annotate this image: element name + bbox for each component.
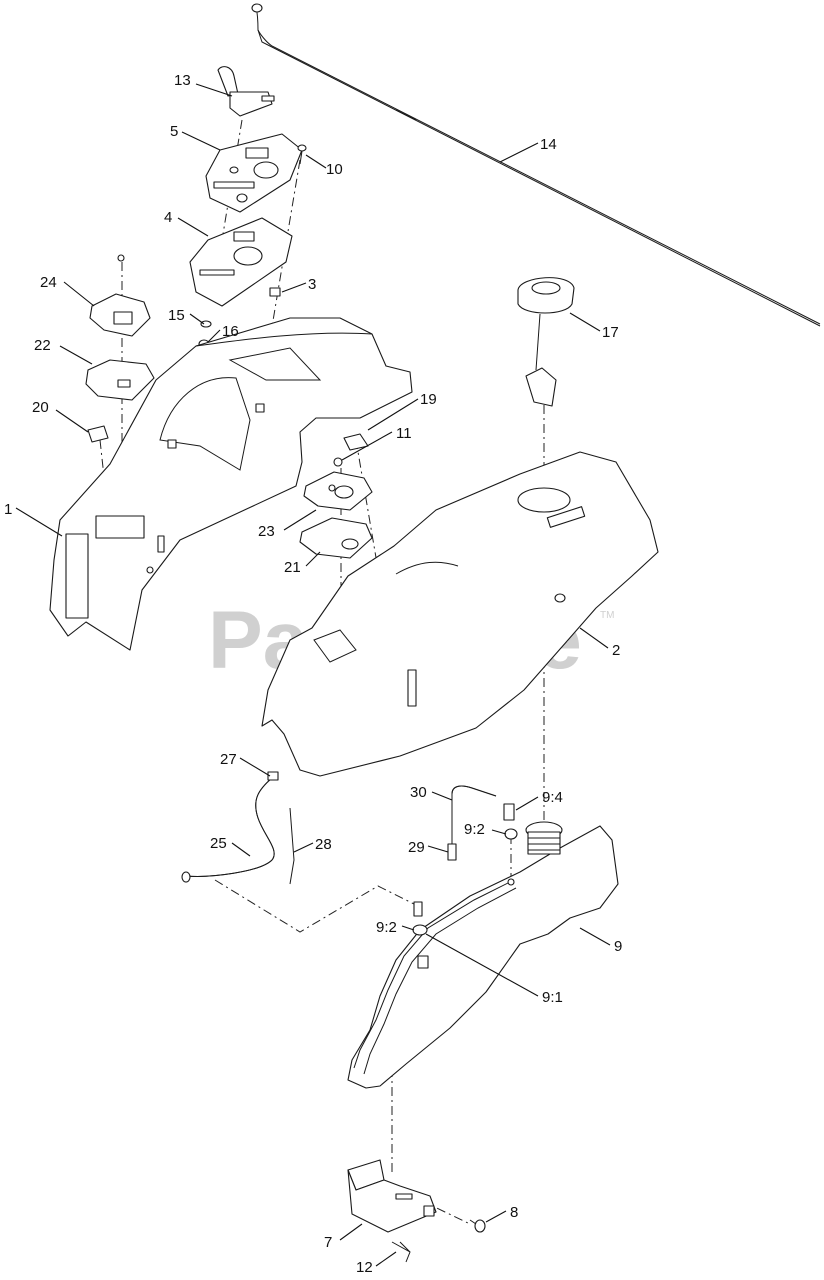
callout-9-1: 9:1 [542,989,563,1006]
callout-17: 17 [602,324,619,341]
callout-10: 10 [326,161,343,178]
callout-7: 7 [324,1234,332,1251]
part-9-2-grommet-lower [412,924,428,936]
callout-4: 4 [164,209,172,226]
part-3-nut [269,287,281,297]
part-13-throttle-control [217,66,275,117]
part-25-fuel-hose [181,777,275,883]
callout-22: 22 [34,337,51,354]
callout-23: 23 [258,523,275,540]
partstree-trademark: TM [600,610,614,621]
callout-30: 30 [410,784,427,801]
callout-leaders [15,83,611,1267]
part-11-screw [333,457,343,467]
callout-13: 13 [174,72,191,89]
part-7-tank-bracket [347,1159,437,1233]
callout-11: 11 [396,425,412,442]
callout-16: 16 [222,323,239,340]
part-24-cover [89,254,151,337]
callout-20: 20 [32,399,49,416]
part-9-4-valve [503,803,515,821]
part-1-console-housing [49,317,413,651]
callout-12: 12 [356,1259,373,1276]
callout-28: 28 [315,836,332,853]
callout-9-4: 9:4 [542,789,563,806]
part-4-panel-backing [189,217,293,307]
callout-19: 19 [420,391,437,408]
callout-29: 29 [408,839,425,856]
part-9-fuel-tank [347,821,619,1089]
part-9-1-fitting [413,901,423,917]
part-8-bolt [469,1219,486,1233]
callout-2: 2 [612,642,620,659]
callout-labels: 1 2 3 4 5 7 8 9 9:1 9:2 9:2 9:4 10 11 12… [4,72,622,1276]
callout-9-2-lower: 9:2 [376,919,397,936]
callout-21: 21 [284,559,301,576]
part-12-clip [391,1241,411,1263]
callout-3: 3 [308,276,316,293]
callout-24: 24 [40,274,57,291]
callout-8: 8 [510,1204,518,1221]
callout-25: 25 [210,835,227,852]
part-17-fuel-cap [517,277,575,407]
callout-9-2-upper: 9:2 [464,821,485,838]
part-2-body-panel [261,451,659,777]
callout-1: 1 [4,501,12,518]
part-15-washer [200,320,212,328]
part-29-fitting [447,843,457,861]
part-14-cable [251,3,821,327]
callout-9: 9 [614,938,622,955]
callout-27: 27 [220,751,237,768]
part-5-control-panel [205,133,303,213]
callout-5: 5 [170,123,178,140]
callout-15: 15 [168,307,185,324]
part-30-vent-hose [451,785,497,850]
part-21-gasket [299,517,373,559]
part-20-plug [87,425,109,443]
part-28-strap [289,807,295,885]
part-23-seal-plate [303,471,373,511]
part-22-bezel [85,359,155,401]
part-9-2-grommet-upper [504,828,518,840]
callout-14: 14 [540,136,557,153]
part-10-screw [297,144,307,165]
part-27-clamp [267,771,279,781]
